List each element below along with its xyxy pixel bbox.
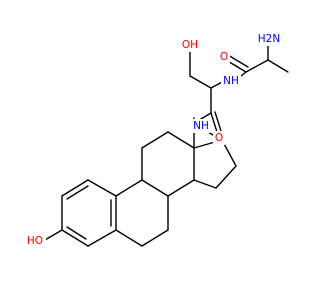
ring-d <box>193 139 237 189</box>
bond <box>61 179 89 197</box>
molecule-structure: HO OH H2N NH NH O O <box>24 32 289 247</box>
label-o-lower: O <box>215 132 223 144</box>
label-o-upper: O <box>220 51 228 63</box>
double-bond-inner <box>66 185 89 200</box>
label-ho: HO <box>27 235 43 247</box>
atom-labels: HO OH H2N NH NH O O <box>24 32 282 247</box>
bond-co <box>210 112 218 133</box>
bond <box>189 75 212 89</box>
bond <box>141 229 169 247</box>
atom-o-upper: O <box>218 50 230 64</box>
bond <box>87 229 117 247</box>
bond-c3-o <box>44 229 63 241</box>
ring-b <box>115 179 169 247</box>
bond <box>115 179 143 197</box>
aromatic-ring-a <box>61 179 117 247</box>
bond <box>245 59 269 73</box>
bond <box>87 179 117 197</box>
bond <box>61 229 89 247</box>
bond <box>141 179 169 197</box>
atom-nh-lower: NH <box>190 119 210 133</box>
bond <box>267 59 289 73</box>
atom-nh-upper: NH <box>221 74 241 88</box>
ring-c <box>141 131 195 197</box>
bond-co-double <box>214 111 222 132</box>
atom-nh2: H2N <box>256 32 282 46</box>
bond <box>167 131 195 149</box>
bond <box>115 229 143 247</box>
label-oh: OH <box>182 39 198 51</box>
bond <box>193 179 217 189</box>
molecule-canvas: HO OH H2N NH NH O O <box>24 32 289 247</box>
label-nh-upper: NH <box>223 75 239 87</box>
atom-o-lower: O <box>213 131 225 145</box>
atom-ho-phenol: HO <box>24 233 46 247</box>
atom-oh-serine: OH <box>179 38 201 52</box>
bond <box>167 179 195 197</box>
bond <box>141 131 169 149</box>
label-h2n: H2N <box>258 33 280 45</box>
double-bond-inner <box>66 226 87 240</box>
bond-co-double <box>227 54 249 68</box>
bond <box>215 165 237 189</box>
label-nh-lower: NH <box>193 120 209 132</box>
